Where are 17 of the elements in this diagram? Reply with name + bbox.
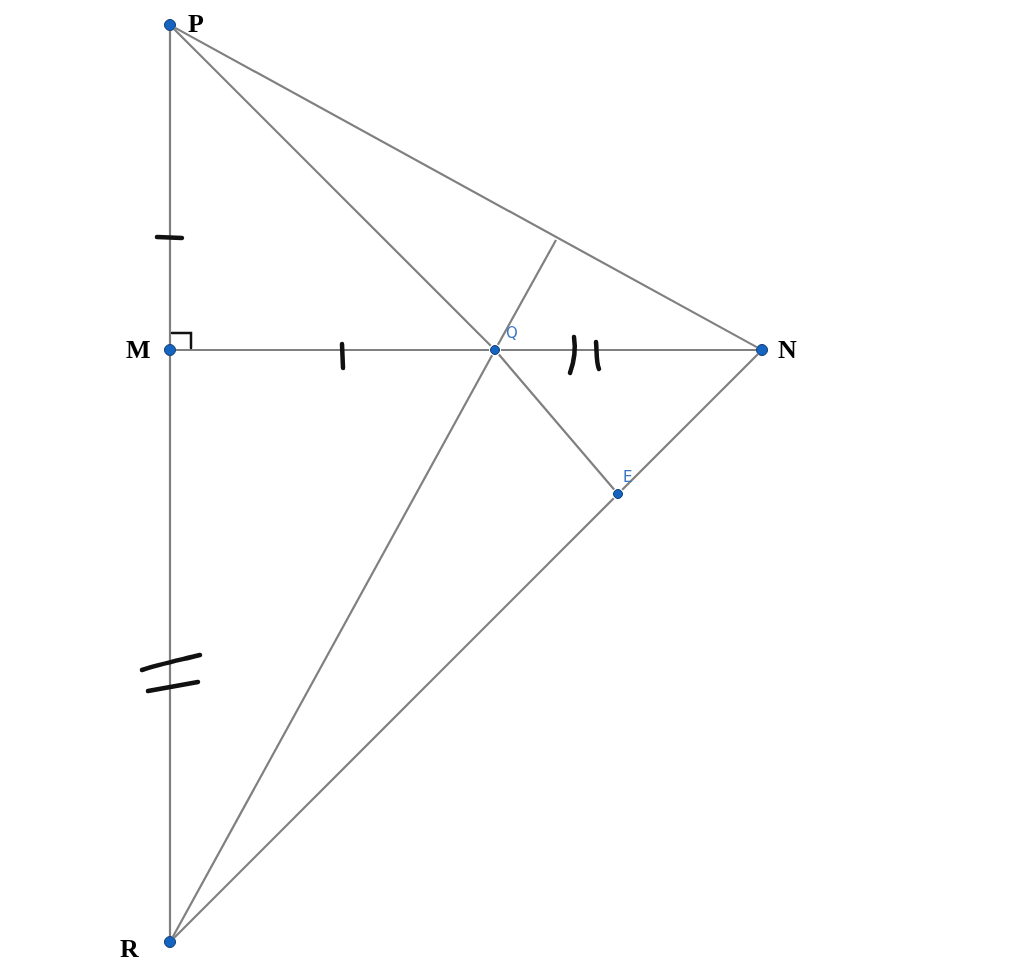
line-segment: [176, 348, 489, 352]
line-segment: [173, 497, 615, 939]
line-segment: [496, 239, 557, 346]
point-label: M: [126, 337, 151, 363]
line-segment: [498, 353, 615, 491]
line-segment: [621, 353, 759, 491]
line-segment: [173, 28, 492, 347]
line-segment: [168, 31, 172, 344]
point-label: P: [188, 11, 204, 37]
line-segment: [168, 356, 172, 936]
point-label: E: [623, 470, 633, 485]
point-label: R: [120, 936, 139, 962]
line-segment: [174, 26, 758, 349]
point-label: N: [778, 337, 797, 363]
line-segment: [501, 348, 756, 352]
point-label: Q: [506, 326, 518, 341]
line-segment: [171, 354, 494, 938]
